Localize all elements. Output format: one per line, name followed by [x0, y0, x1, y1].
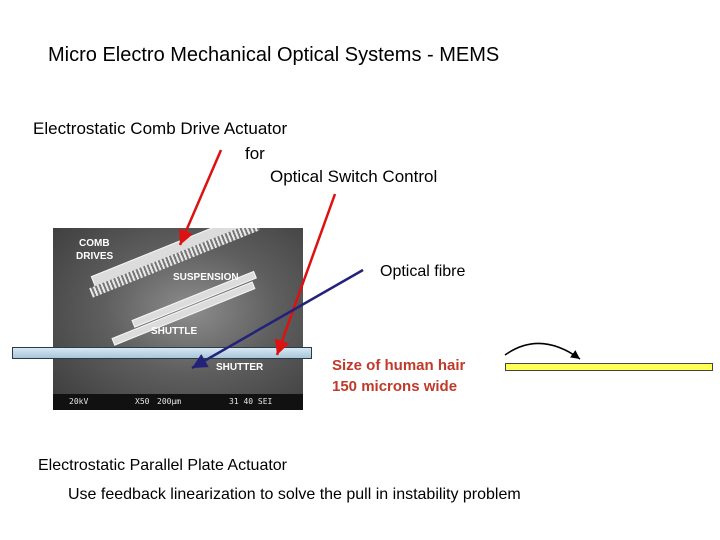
red-arrow-shutter: [277, 194, 335, 355]
red-arrow-comb-drives: [180, 150, 221, 245]
parallel-plate-label: Electrostatic Parallel Plate Actuator: [38, 457, 287, 475]
black-arrow-hair: [505, 343, 580, 359]
feedback-note: Use feedback linearization to solve the …: [68, 486, 521, 504]
